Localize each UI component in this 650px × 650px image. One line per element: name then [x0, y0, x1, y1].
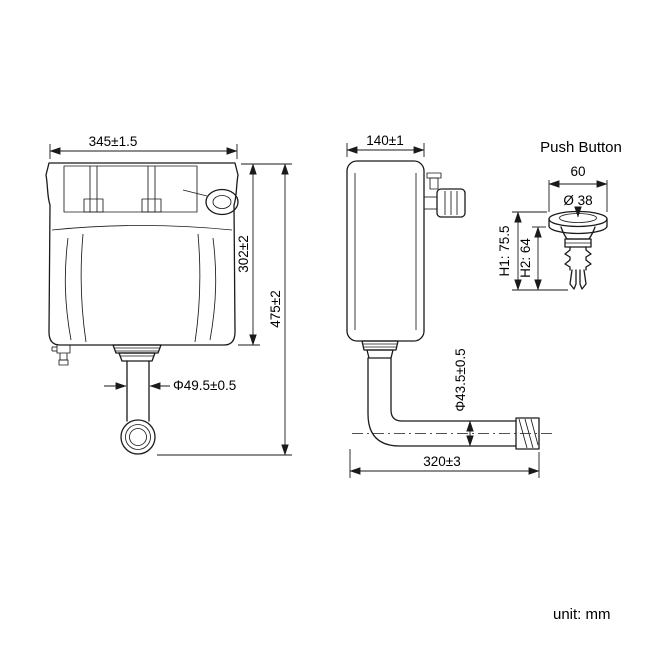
- side-view: [346, 160, 556, 450]
- push-button-clip: [569, 269, 577, 290]
- tank-top-recess: [63, 165, 198, 213]
- tank-outline: [45, 162, 239, 346]
- dim-button-diameter-label: Ø 38: [563, 193, 592, 208]
- flush-pipe-flange-mid: [125, 424, 151, 450]
- tank-contour-line: [194, 233, 201, 343]
- dim-front-width-label: 345±1.5: [89, 134, 138, 149]
- dim-button-h1-label: H1: 75.5: [497, 225, 512, 276]
- dim-pipe-length-label: 320±3: [423, 454, 460, 469]
- recess-tab: [141, 198, 162, 213]
- side-view-dimensions: 140±1 Φ43.5±0.5 320±3: [346, 133, 540, 478]
- push-button-title: Push Button: [540, 139, 622, 156]
- inlet-connection: [51, 345, 71, 366]
- push-button-clip: [579, 269, 587, 290]
- flush-pipe-flange-inner: [129, 428, 147, 446]
- front-view: [45, 162, 239, 455]
- inspection-cap-icon: [205, 188, 239, 216]
- unit-label: unit: mm: [553, 606, 611, 623]
- tank-contour-line: [64, 237, 72, 341]
- outlet-elbow-inner: [390, 357, 517, 422]
- front-view-dimensions: 345±1.5 302±2 475±2 Φ49.5±0.5: [49, 134, 292, 456]
- outlet-boss: [112, 344, 162, 362]
- push-button-detail: Push Button 60 Ø 38 H1: 75.5 H2: 64: [497, 139, 622, 291]
- cap-leader-line: [182, 189, 208, 197]
- side-inlet-valve: [424, 172, 466, 218]
- dim-button-width-label: 60: [570, 164, 585, 179]
- dim-outlet-diameter-label: Φ49.5±0.5: [173, 378, 236, 393]
- dim-button-h2-label: H2: 64: [518, 238, 533, 278]
- dim-front-body-height-label: 302±2: [236, 235, 251, 272]
- dim-front-total-height-label: 475±2: [268, 290, 283, 327]
- inspection-cap-inner: [212, 195, 232, 209]
- push-button-stem: [564, 246, 571, 271]
- side-outlet-boss: [361, 340, 399, 359]
- tank-shoulder-line: [51, 225, 233, 231]
- push-button-stem: [585, 246, 592, 271]
- outlet-elbow-outer: [367, 357, 517, 447]
- dim-depth-label: 140±1: [366, 133, 403, 148]
- flush-pipe-flange: [120, 419, 156, 455]
- tank-side-outline: [346, 160, 425, 342]
- recess-tab: [83, 198, 104, 213]
- push-button-face: [559, 213, 597, 223]
- dim-pipe-diameter-label: Φ43.5±0.5: [453, 348, 468, 411]
- tank-contour-line: [80, 233, 87, 343]
- tank-contour-line: [209, 237, 217, 341]
